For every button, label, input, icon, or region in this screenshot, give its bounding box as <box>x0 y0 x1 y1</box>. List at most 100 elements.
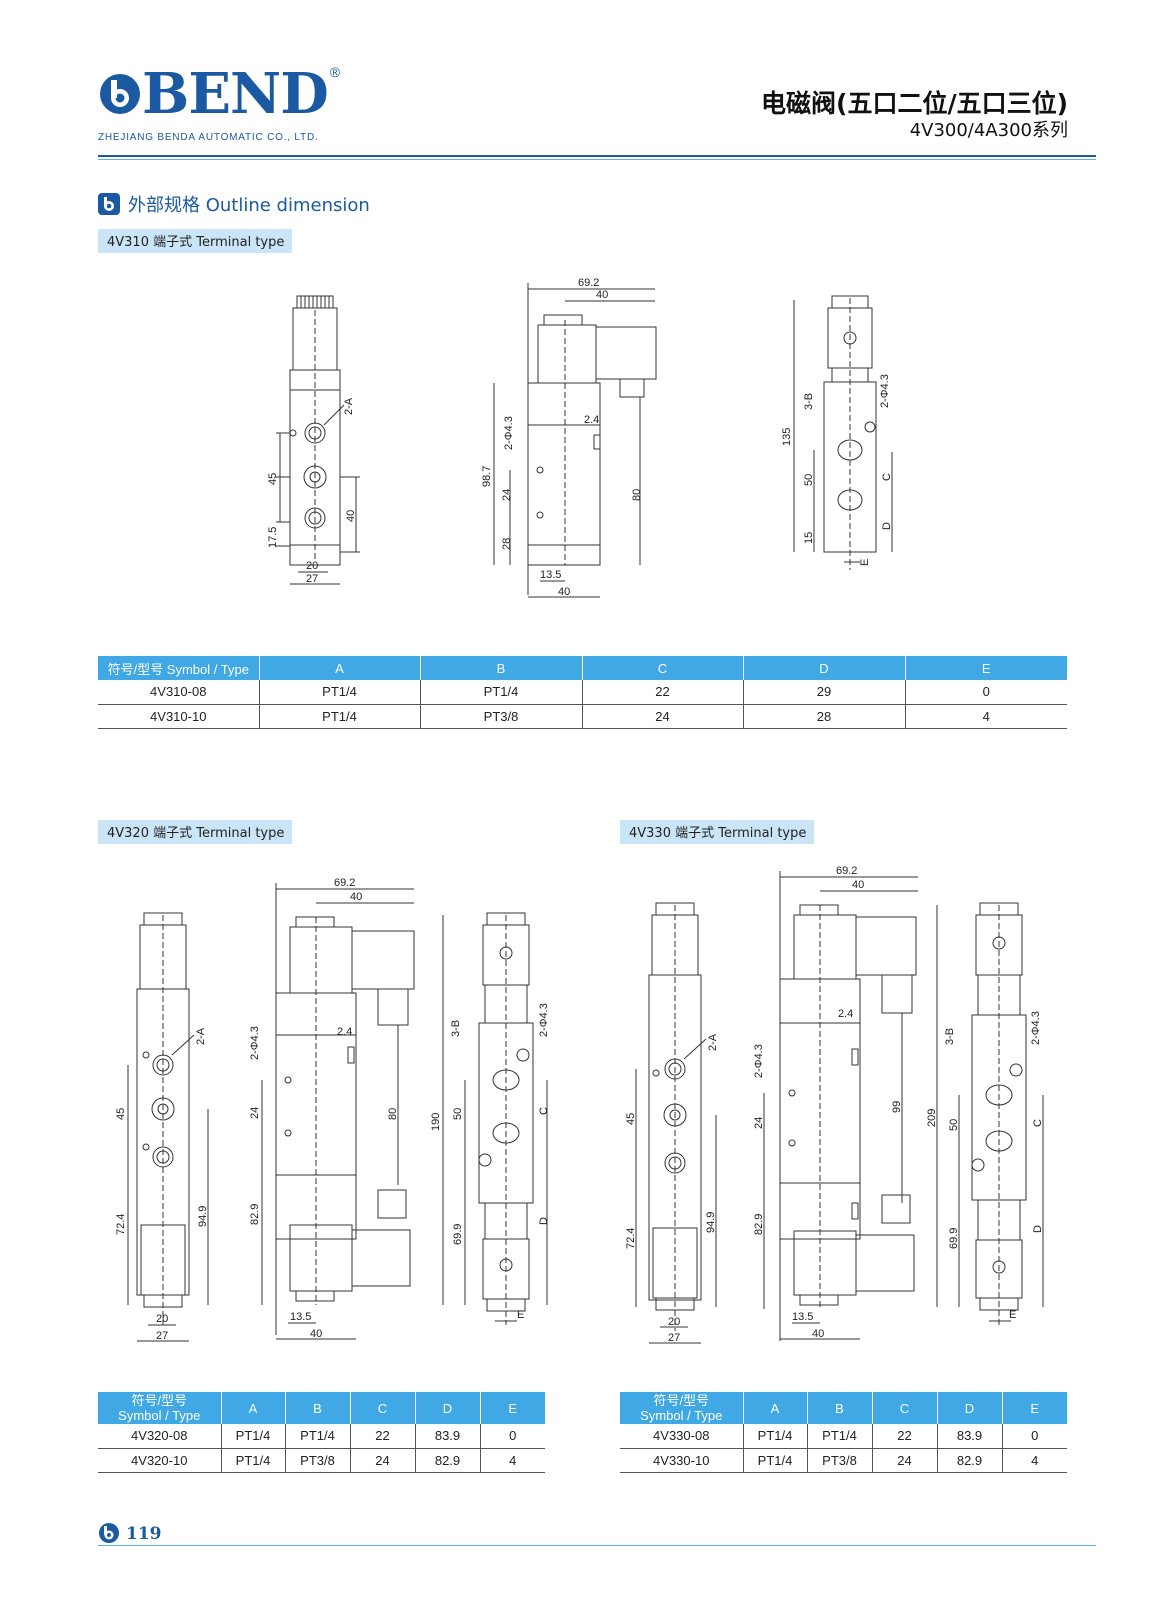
table-cell: 4V320-08 <box>98 1424 221 1449</box>
spec-table-4v310: 符号/型号 Symbol / Type A B C D E 4V310-08 P… <box>98 656 1067 729</box>
header-divider <box>98 155 1096 157</box>
front-label-port-a: 2-A <box>195 1027 207 1045</box>
side-dim-82-9: 82.9 <box>753 1214 765 1235</box>
side-dim-99: 99 <box>891 1101 903 1113</box>
end-dim-190: 190 <box>430 1113 442 1131</box>
end-label-e: E <box>1009 1309 1016 1321</box>
table-cell: PT1/4 <box>742 1424 807 1449</box>
table-header: D <box>742 656 905 680</box>
table-cell: 4V310-08 <box>98 680 259 705</box>
front-dim-72-4: 72.4 <box>625 1228 637 1249</box>
table-cell: 24 <box>581 704 743 729</box>
side-dim-2-4: 2.4 <box>838 1008 853 1020</box>
end-label-c: C <box>538 1107 550 1115</box>
end-label-hole: 2-Φ4.3 <box>1030 1011 1042 1045</box>
end-label-port-b: 3-B <box>944 1028 956 1045</box>
page-subtitle: 4V300/4A300系列 <box>909 120 1068 141</box>
front-label-port-a: 2-A <box>707 1033 719 1051</box>
table-header-symbol-en: Symbol / Type <box>118 1408 201 1423</box>
end-label-c: C <box>1032 1119 1044 1127</box>
front-label-port-a: 2-A <box>343 397 355 415</box>
table-cell: PT1/4 <box>258 704 420 729</box>
header-divider-thin <box>98 159 1096 160</box>
end-label-hole: 2-Φ4.3 <box>879 374 891 408</box>
front-dim-45: 45 <box>115 1108 127 1120</box>
table-header-symbol: 符号/型号 Symbol / Type <box>98 1392 221 1424</box>
end-label-d: D <box>538 1217 550 1225</box>
side-dim-69-2: 69.2 <box>334 877 355 889</box>
page-title: 电磁阀(五口二位/五口三位) <box>761 89 1068 118</box>
tag-4v330: 4V330 端子式 Terminal type <box>620 820 815 844</box>
side-dim-40-top: 40 <box>596 289 608 301</box>
table-cell: PT1/4 <box>806 1424 872 1449</box>
end-dim-50: 50 <box>948 1119 960 1131</box>
side-dim-40-bottom: 40 <box>310 1328 322 1340</box>
table-header-symbol-cn: 符号/型号 <box>131 1393 188 1408</box>
table-row: 4V330-08 PT1/4 PT1/4 22 83.9 0 <box>620 1424 1067 1449</box>
front-dim-27: 27 <box>156 1330 168 1342</box>
side-label-hole: 2-Φ4.3 <box>249 1026 261 1060</box>
drawing-4v330-front: 2-A 45 72.4 94.9 20 27 <box>620 893 730 1353</box>
side-dim-2-4: 2.4 <box>337 1026 352 1038</box>
end-dim-135: 135 <box>781 428 793 446</box>
company-name: ZHEJIANG BENDA AUTOMATIC CO., LTD. <box>98 132 319 143</box>
tag-4v310: 4V310 端子式 Terminal type <box>98 229 293 253</box>
tag-4v320: 4V320 端子式 Terminal type <box>98 820 293 844</box>
front-dim-20: 20 <box>306 560 318 572</box>
logo-wordmark: BEND <box>142 61 329 127</box>
table-cell: 4 <box>1001 1448 1067 1473</box>
side-dim-2-4: 2.4 <box>584 414 599 426</box>
end-dim-50: 50 <box>452 1108 464 1120</box>
side-dim-24: 24 <box>753 1117 765 1129</box>
table-header: B <box>284 1392 350 1424</box>
front-dim-27: 27 <box>668 1332 680 1344</box>
side-dim-69-2: 69.2 <box>578 277 599 289</box>
end-label-hole: 2-Φ4.3 <box>538 1003 550 1037</box>
side-label-hole: 2-Φ4.3 <box>753 1044 765 1078</box>
front-dim-20: 20 <box>668 1316 680 1328</box>
table-header-symbol-cn: 符号/型号 <box>653 1393 710 1408</box>
table-row: 4V310-08 PT1/4 PT1/4 22 29 0 <box>98 680 1067 705</box>
side-dim-80: 80 <box>387 1108 399 1120</box>
drawing-4v320-side: 69.2 40 2.4 2-Φ4.3 24 82.9 80 13.5 40 <box>242 875 432 1345</box>
footer-divider <box>98 1545 1096 1546</box>
front-dim-94-9: 94.9 <box>705 1212 717 1233</box>
table-cell: 24 <box>349 1448 415 1473</box>
end-dim-50: 50 <box>803 474 815 486</box>
end-dim-209: 209 <box>926 1109 938 1127</box>
side-dim-69-2: 69.2 <box>836 865 857 877</box>
front-dim-94-9: 94.9 <box>197 1206 209 1227</box>
drawing-4v310-end: 3-B 2-Φ4.3 135 50 15 C D E <box>780 290 910 580</box>
table-header: 符号/型号 Symbol / Type <box>98 656 259 680</box>
section-heading: 外部规格 Outline dimension <box>98 191 370 217</box>
table-header: E <box>479 1392 545 1424</box>
drawing-4v330-end: 3-B 2-Φ4.3 209 50 69.9 C D E <box>925 895 1065 1340</box>
table-header: A <box>742 1392 807 1424</box>
side-dim-13-5: 13.5 <box>540 569 561 581</box>
end-label-e: E <box>859 559 871 566</box>
table-cell: 82.9 <box>414 1448 480 1473</box>
table-cell: PT1/4 <box>258 680 420 705</box>
end-label-d: D <box>1032 1225 1044 1233</box>
table-cell: 22 <box>581 680 743 705</box>
page-number: 119 <box>126 1524 162 1544</box>
front-dim-27: 27 <box>306 573 318 585</box>
table-cell: 83.9 <box>936 1424 1002 1449</box>
drawing-4v320-front: 2-A 45 72.4 94.9 20 27 <box>108 905 218 1350</box>
end-label-c: C <box>881 473 893 481</box>
table-cell: PT3/8 <box>419 704 582 729</box>
table-cell: 4V310-10 <box>98 704 259 729</box>
table-header: A <box>258 656 420 680</box>
table-header-symbol: 符号/型号 Symbol / Type <box>620 1392 743 1424</box>
side-dim-24: 24 <box>501 489 513 501</box>
table-cell: PT1/4 <box>419 680 582 705</box>
table-cell: 4V330-08 <box>620 1424 743 1449</box>
table-header: C <box>871 1392 937 1424</box>
side-dim-80: 80 <box>631 489 643 501</box>
end-dim-69-9: 69.9 <box>452 1224 464 1245</box>
table-row: 4V320-10 PT1/4 PT3/8 24 82.9 4 <box>98 1448 545 1473</box>
table-cell: PT1/4 <box>220 1424 285 1449</box>
table-cell: 4 <box>904 704 1067 729</box>
table-cell: 24 <box>871 1448 937 1473</box>
front-dim-72-4: 72.4 <box>115 1214 127 1235</box>
